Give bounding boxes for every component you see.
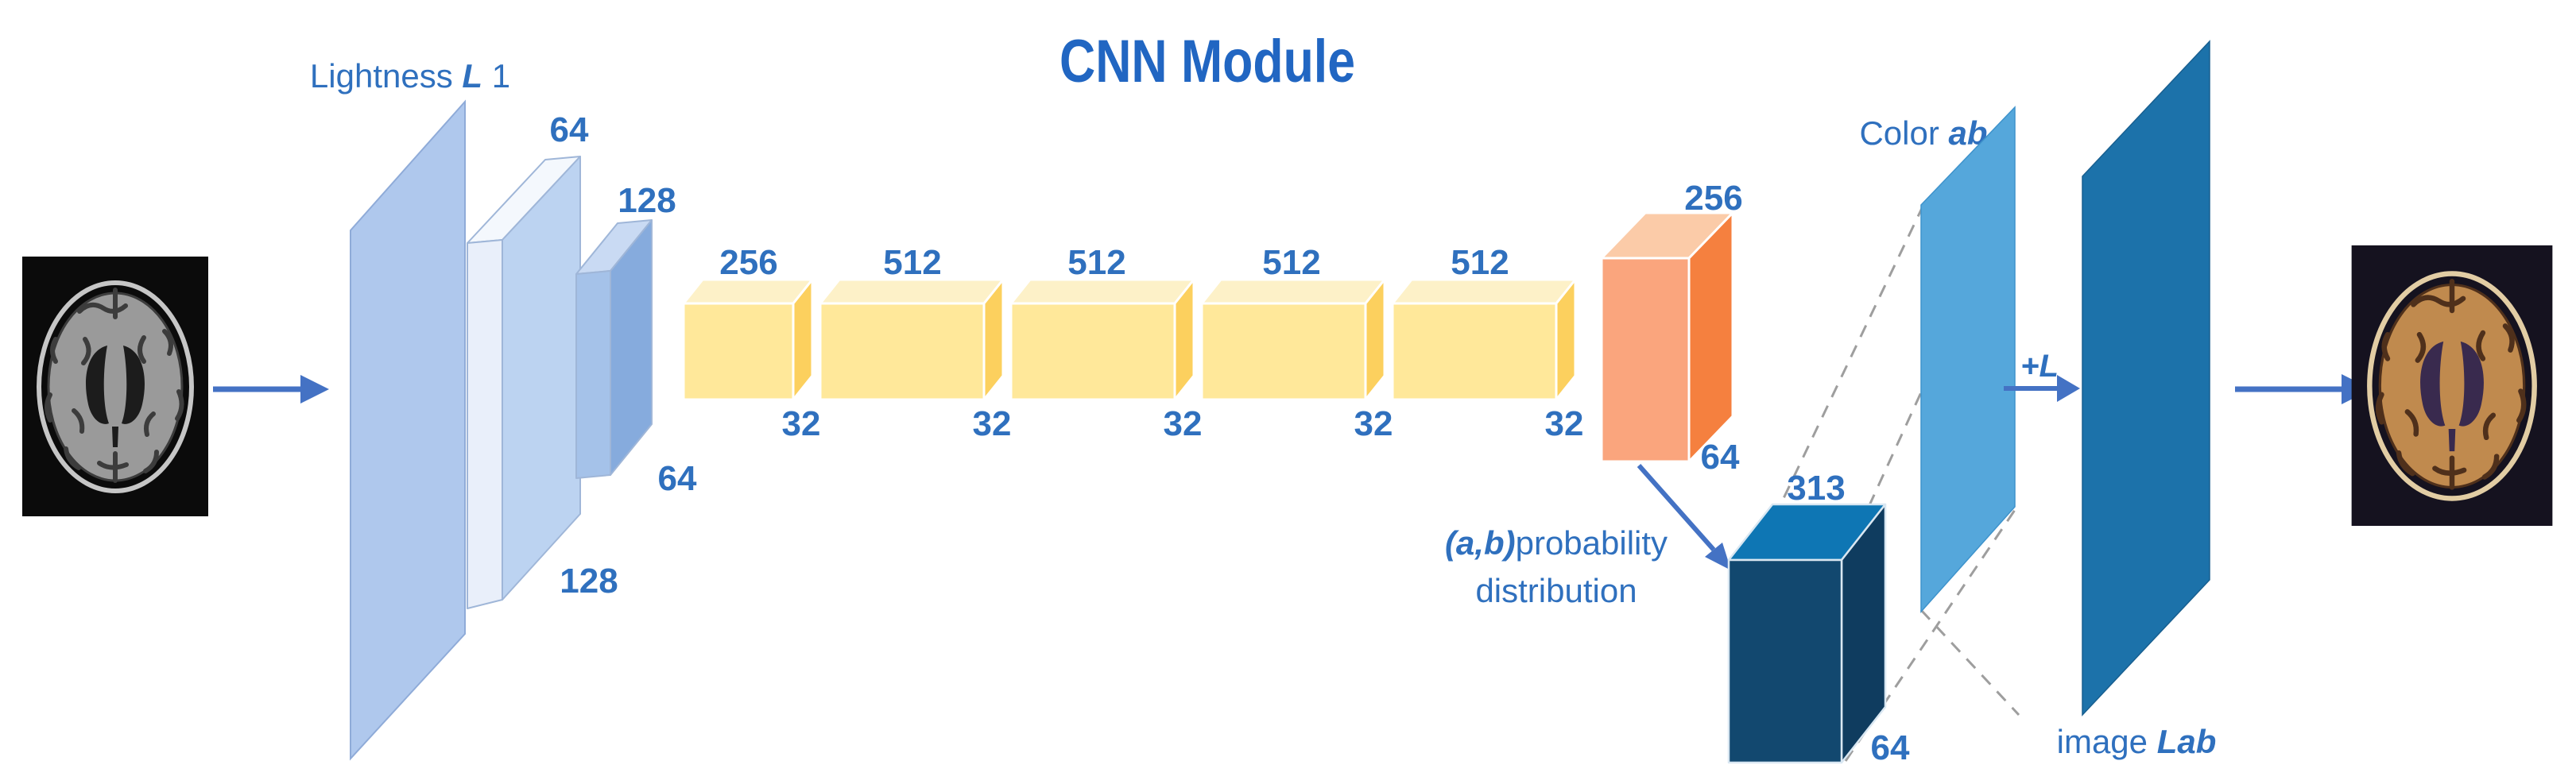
conv64-slab [467,156,581,609]
upsample-channels-label: 256 [1684,179,1742,218]
conv-block-2-size-label: 32 [973,404,1012,443]
conv-block-2-channels-label: 512 [883,243,941,282]
image-lab-panel [2082,40,2210,716]
probability-arrow [1637,464,1731,570]
conv-block-2 [819,278,1005,401]
output-colorized-brain-image [2351,245,2553,527]
probability-size-label: 64 [1871,728,1910,767]
conv-block-3-top [1009,278,1195,305]
probability-channels-label: 313 [1787,469,1845,508]
conv-block-3-channels-label: 512 [1067,243,1125,282]
conv-block-4-channels-label: 512 [1262,243,1320,282]
conv-block-2-top [819,278,1005,305]
conv-block-5-channels-label: 512 [1451,243,1509,282]
probability-block [1727,503,1887,764]
lightness-panel [350,99,466,761]
conv-block-1-top [682,278,814,305]
conv-block-5 [1391,278,1577,401]
conv64-slab-front [467,239,503,609]
conv-block-3 [1009,278,1195,401]
conv-block-2-front [819,302,986,401]
conv128-size-label: 64 [658,459,697,498]
conv-block-1 [682,278,814,401]
conv-block-1-channels-label: 256 [719,243,777,282]
conv-block-4-front [1200,302,1367,401]
probability-annotation-line2: distribution [1475,572,1637,609]
conv-block-5-front [1391,302,1558,401]
conv-block-5-top [1391,278,1577,305]
conv-block-4-top [1200,278,1386,305]
plus-l-label: +L [2020,349,2059,384]
conv64-channels-label: 64 [550,110,589,149]
conv128-slab-front [575,270,611,479]
projection-dashed-line-4 [1919,608,2020,716]
projection-dashed-line-1 [1776,204,1925,511]
conv64-size-label: 128 [560,562,618,601]
conv-block-3-front [1009,302,1176,401]
lightness-label: Lightness L 1 [310,57,510,95]
conv-block-3-size-label: 32 [1164,404,1203,443]
output-arrow [2235,374,2372,404]
plus-l-arrow [2004,375,2080,402]
conv-block-4-size-label: 32 [1354,404,1393,443]
color-ab-label: Color ab [1859,114,1987,152]
input-grayscale-brain-image [22,257,208,516]
input-arrow [213,375,329,404]
upsample-block-side [1687,211,1734,463]
upsample-block-front [1600,257,1691,463]
conv128-channels-label: 128 [618,181,676,220]
conv128-slab [575,219,653,479]
upsample-size-label: 64 [1701,438,1740,477]
conv-block-1-front [682,302,795,401]
probability-block-front [1727,558,1843,764]
conv-block-5-size-label: 32 [1545,404,1584,443]
upsample-block [1600,211,1734,463]
page-title: CNN Module [1059,28,1355,95]
conv-block-1-size-label: 32 [782,404,821,443]
conv-block-4 [1200,278,1386,401]
color-ab-panel [1920,106,2016,613]
probability-annotation-line1: (a,b)probability [1445,524,1668,562]
projection-dashed-line-2 [1842,373,1931,562]
image-lab-label: image Lab [2057,723,2217,760]
